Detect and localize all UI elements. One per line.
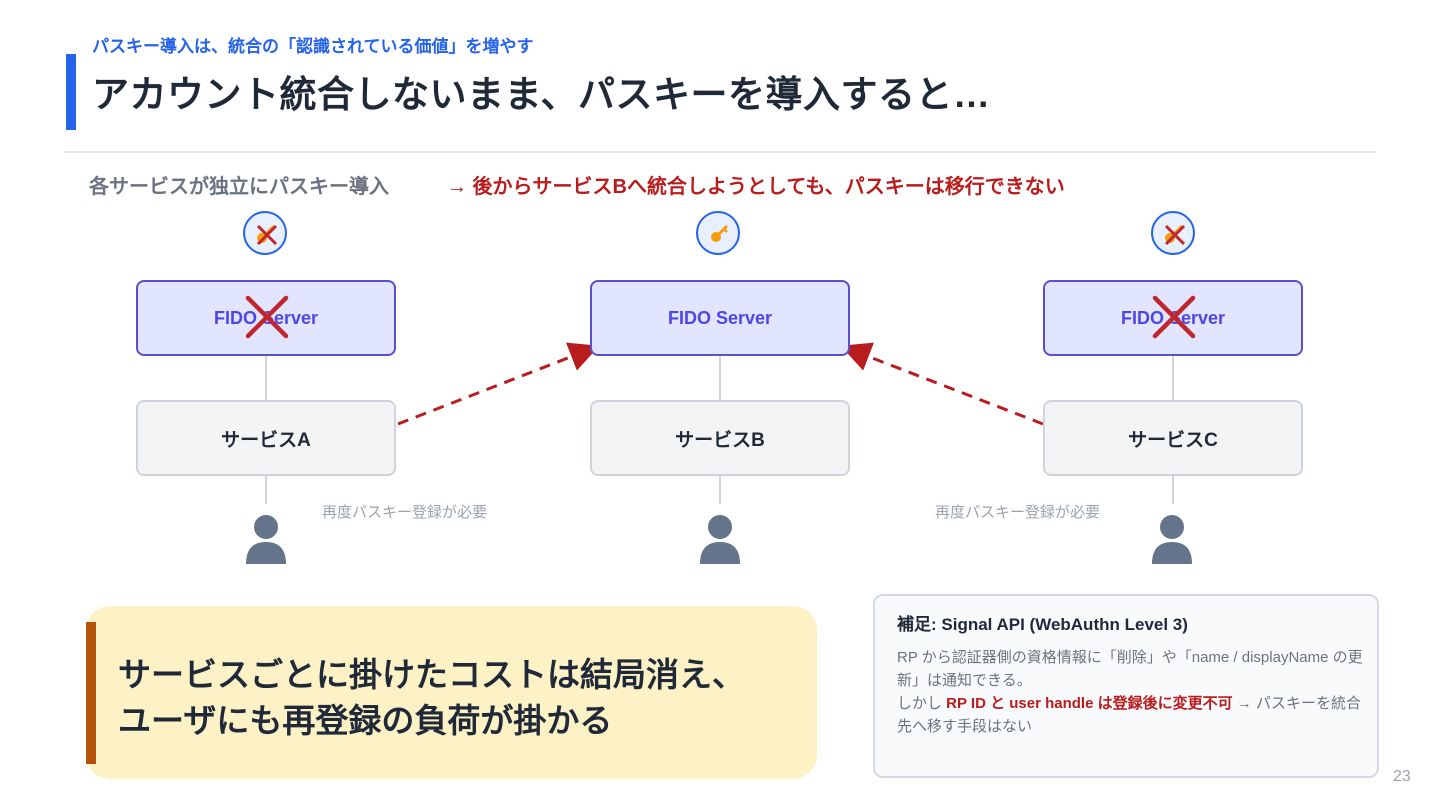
connector-b-service-user [719,476,721,504]
user-icon-b [700,515,740,564]
reregister-note-c: 再度パスキー登録が必要 [935,504,1101,521]
note-suffix: → パスキーを統合先へ移す手段はない [897,695,1361,735]
key-crossed-badge-c [1151,211,1195,255]
signal-api-note-box [873,594,1379,778]
user-icon-a [246,515,286,564]
fido-server-b-label: FIDO Server [667,307,773,328]
page-number: 23 [1393,768,1411,785]
callout-line-1: サービスごとに掛けたコストは結局消え、 [118,656,745,693]
connector-c-fido-service [1172,356,1174,400]
user-icon-c [1152,515,1192,564]
service-c-box: サービスC [1043,400,1303,476]
migration-arrow-c-to-b [840,342,1044,426]
connector-c-service-user [1172,476,1174,504]
key-icon [711,224,729,242]
removed-cross-icon-c [1152,295,1196,339]
service-c-label: サービスC [1128,429,1218,451]
migration-arrow-a-to-b [397,342,600,426]
cost-callout [86,606,817,779]
title-accent-bar [66,54,76,130]
callout-text: サービスごとに掛けたコストは結局消え、 ユーザにも再登録の負荷が掛かる [118,652,745,744]
fido-server-b: FIDO Server [590,280,850,356]
key-crossed-icon [256,224,278,246]
title-divider [64,151,1376,153]
service-a-box: サービスA [136,400,396,476]
migration-impossible-caption: → 後からサービスBへ統合しようとしても、パスキーは移行できない [447,176,1065,198]
key-crossed-badge-a [243,211,287,255]
connector-a-fido-service [265,356,267,400]
signal-api-note-title: 補足: Signal API (WebAuthn Level 3) [897,615,1188,634]
service-b-label: サービスB [675,429,765,451]
immutable-ids-highlight: RP ID と user handle は登録後に変更不可 [946,695,1233,712]
removed-cross-icon-a [245,295,289,339]
connector-a-service-user [265,476,267,504]
signal-api-note-body: RP から認証器側の資格情報に「削除」や「name / displayName … [897,646,1363,738]
independent-adoption-caption: 各サービスが独立にパスキー導入 [89,176,389,198]
callout-line-2: ユーザにも再登録の負荷が掛かる [118,702,613,739]
reregister-note-a: 再度パスキー登録が必要 [322,504,488,521]
signal-api-note-paragraph-2: しかし RP ID と user handle は登録後に変更不可 → パスキー… [897,692,1363,738]
key-badge-b [696,211,740,255]
signal-api-note-paragraph-1: RP から認証器側の資格情報に「削除」や「name / displayName … [897,649,1363,689]
slide-kicker: パスキー導入は、統合の「認識されている価値」を増やす [92,37,534,56]
diagram-connectors [397,342,1044,426]
service-b-box: サービスB [590,400,850,476]
note-prefix: しかし [897,695,947,712]
service-a-label: サービスA [221,429,311,451]
callout-accent-bar [86,622,96,764]
connector-b-fido-service [719,356,721,400]
key-crossed-icon [1164,224,1186,246]
slide-title: アカウント統合しないまま、パスキーを導入すると… [92,74,991,115]
